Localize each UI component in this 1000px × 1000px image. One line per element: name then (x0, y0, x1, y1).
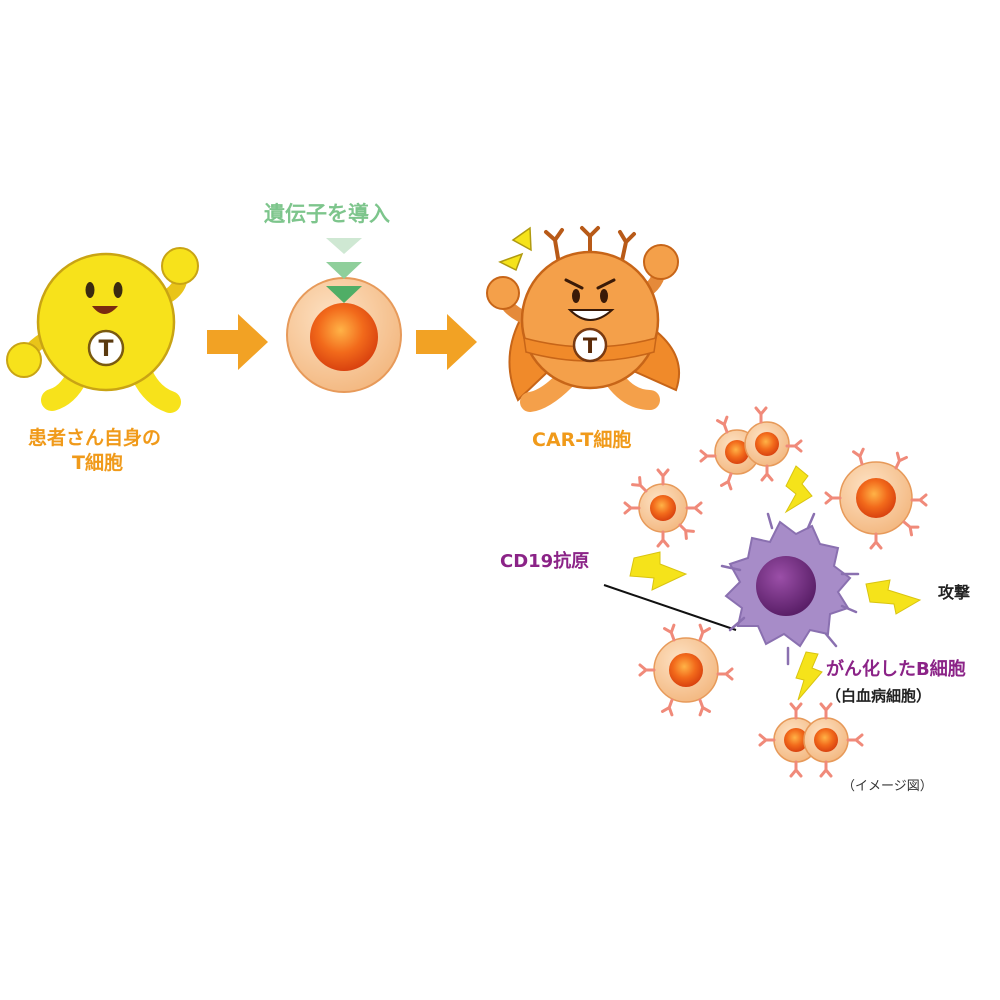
arrow-1 (207, 314, 268, 370)
cancerous-b-cell (720, 512, 860, 666)
gene-transfer-triangles (326, 238, 362, 303)
gene-transfer-label: 遺伝子を導入 (264, 202, 390, 226)
patient-t-cell-badge: T (98, 337, 113, 362)
patient-t-cell-label-line1: 患者さん自身の (28, 427, 162, 449)
leukemia-cell-label: （白血病細胞） (826, 687, 932, 705)
car-t-cell-badge: T (583, 334, 598, 358)
car-t-cell-cluster (623, 406, 928, 778)
patient-t-cell-label-line2: T細胞 (72, 452, 123, 474)
cancerous-b-cell-label: がん化したB細胞 (826, 659, 966, 680)
lightning-bolts (629, 465, 922, 701)
cd19-antigen-label: CD19抗原 (500, 551, 590, 572)
attack-label: 攻撃 (938, 583, 971, 602)
cd19-pointer-line (603, 584, 737, 631)
car-t-cell-character (486, 226, 681, 412)
car-t-cell-label: CAR-T細胞 (532, 429, 632, 451)
arrow-2 (416, 314, 477, 370)
image-note: （イメージ図） (842, 779, 933, 794)
patient-t-cell-character (6, 247, 199, 413)
